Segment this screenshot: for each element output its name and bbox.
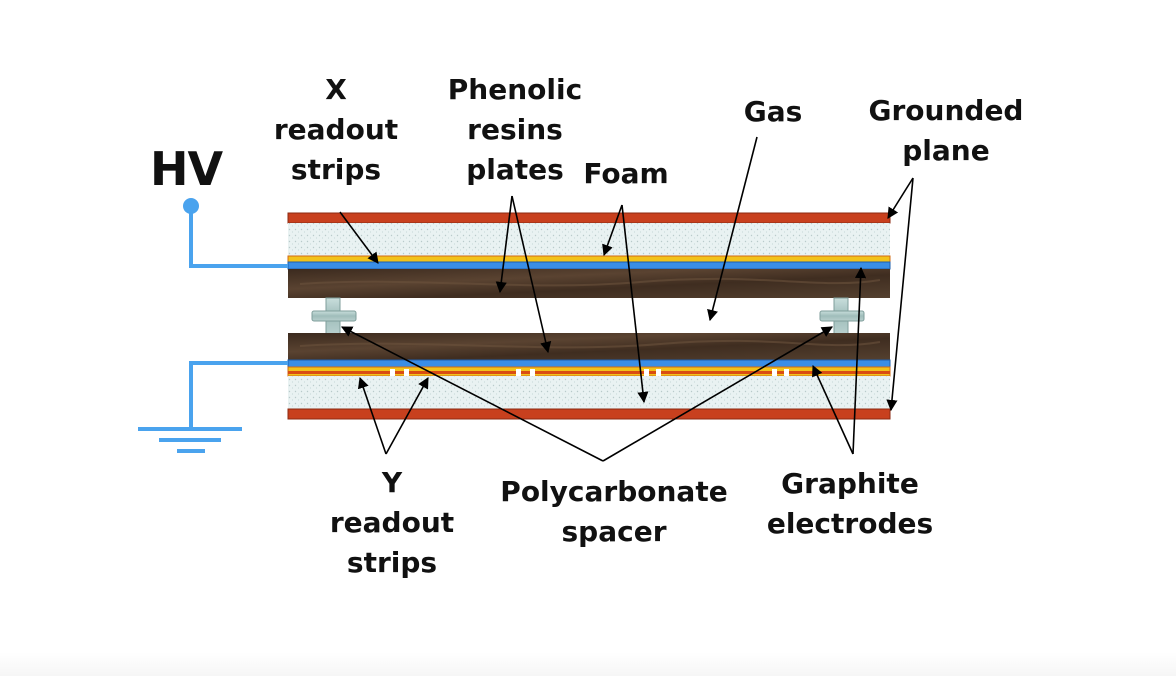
grounded-line-2: plane xyxy=(902,134,990,167)
bottom-foam xyxy=(288,376,890,409)
foam-arrow-top xyxy=(602,204,623,257)
phenolic-arrow-top xyxy=(495,195,513,294)
top-ground-plane xyxy=(287,212,891,224)
bottom-edge-fade xyxy=(0,652,1176,676)
phenolic-line-2: resins xyxy=(467,113,563,146)
gas-arrow xyxy=(707,136,758,322)
graphite-electrodes-label: Graphite electrodes xyxy=(760,464,940,544)
polycarbonate-spacer-left xyxy=(311,297,357,335)
phenolic-line-1: Phenolic xyxy=(447,73,583,106)
bottom-ground-plane xyxy=(287,408,891,420)
polycarbonate-spacer-right xyxy=(819,297,865,335)
bottom-graphite-electrode xyxy=(287,359,891,368)
y-readout-strips-label: Y readout strips xyxy=(322,463,462,583)
graphite-line-2: electrodes xyxy=(766,507,934,540)
graphite-arrow-top xyxy=(852,266,867,455)
foam-label: Foam xyxy=(583,157,669,190)
polycarbonate-spacer-label: Polycarbonate spacer xyxy=(492,472,736,552)
ground-wire xyxy=(189,361,288,429)
y-readout-line-2: readout xyxy=(329,506,455,539)
polycarbonate-line-1: Polycarbonate xyxy=(500,475,728,508)
spacer-arrow-right xyxy=(602,326,833,462)
x-readout-line-2: readout xyxy=(273,113,399,146)
x-readout-line-3: strips xyxy=(290,153,382,186)
top-graphite-electrode xyxy=(287,261,891,270)
top-foam xyxy=(288,223,890,256)
grounded-plane-arrow-bottom xyxy=(886,177,914,412)
hv-label: HV xyxy=(150,142,223,196)
hv-wire xyxy=(189,206,288,268)
graphite-line-1: Graphite xyxy=(781,467,919,500)
grounded-plane-arrow-top xyxy=(887,177,914,219)
phenolic-resins-plates-label: Phenolic resins plates xyxy=(437,70,593,190)
phenolic-arrow-bottom xyxy=(511,195,552,354)
phenolic-line-3: plates xyxy=(466,153,564,186)
x-readout-arrow xyxy=(339,211,379,264)
gas-label: Gas xyxy=(743,95,803,128)
y-readout-line-1: Y xyxy=(381,466,403,499)
grounded-line-1: Grounded xyxy=(868,94,1024,127)
y-readout-arrow-right xyxy=(385,377,429,455)
foam-arrow-bottom xyxy=(621,204,649,404)
top-phenolic-plate xyxy=(288,269,890,298)
ground-symbol-icon xyxy=(138,427,242,453)
y-readout-arrow-left xyxy=(357,376,387,455)
grounded-plane-label: Grounded plane xyxy=(862,91,1030,171)
x-readout-line-1: X xyxy=(325,73,347,106)
y-readout-line-3: strips xyxy=(346,546,438,579)
polycarbonate-line-2: spacer xyxy=(561,515,667,548)
x-readout-strip xyxy=(287,255,891,263)
y-strip-gaps xyxy=(390,369,789,376)
spacer-arrow-left xyxy=(341,326,604,462)
x-readout-strips-label: X readout strips xyxy=(266,70,406,190)
graphite-arrow-bottom xyxy=(812,364,854,455)
